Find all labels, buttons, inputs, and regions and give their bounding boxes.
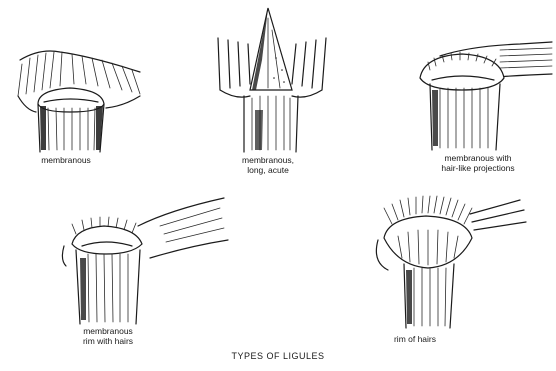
caption-line: long, acute — [218, 165, 318, 175]
caption-line: membranous — [18, 155, 114, 165]
caption-line: rim with hairs — [58, 336, 158, 346]
caption-membranous: membranous — [18, 155, 114, 165]
caption-line: membranous — [58, 326, 158, 336]
caption-membranous-hair-projections: membranous with hair-like projections — [408, 153, 548, 173]
caption-line: rim of hairs — [370, 334, 460, 344]
figure-membranous-rim-hairs — [62, 198, 228, 324]
caption-line: hair-like projections — [408, 163, 548, 173]
caption-line: membranous with — [408, 153, 548, 163]
caption-rim-of-hairs: rim of hairs — [370, 334, 460, 344]
figure-membranous — [18, 51, 140, 152]
figure-membranous-hair-projections — [420, 42, 552, 150]
caption-line: membranous, — [218, 155, 318, 165]
figure-rim-of-hairs — [376, 196, 526, 328]
diagram-title: TYPES OF LIGULES — [0, 351, 556, 361]
figure-membranous-long-acute — [218, 8, 326, 152]
caption-membranous-long-acute: membranous, long, acute — [218, 155, 318, 175]
caption-membranous-rim-hairs: membranous rim with hairs — [58, 326, 158, 346]
